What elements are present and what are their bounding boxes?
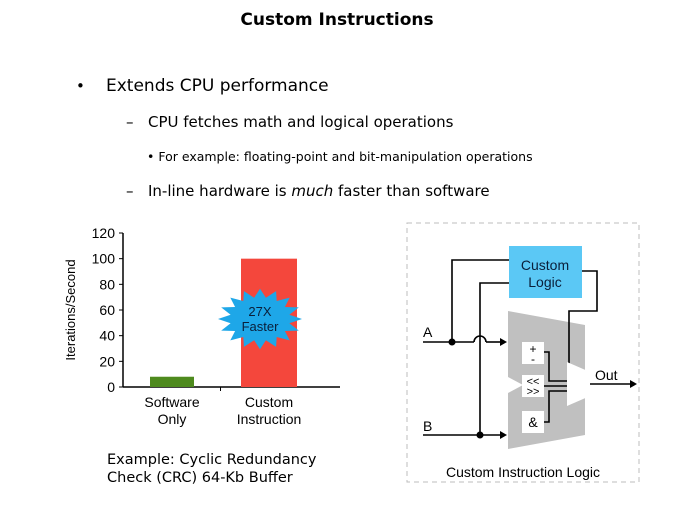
input-b-label: B (423, 418, 432, 434)
slide-title: Custom Instructions (240, 10, 434, 30)
wire-plusminus-to-mux (544, 351, 567, 382)
bar-software-only (150, 376, 194, 387)
arrow-b-icon (500, 431, 507, 439)
op-and-label: & (528, 414, 538, 430)
y-tick-label: 60 (99, 302, 115, 318)
y-tick-label: 40 (99, 328, 115, 344)
junction-dot-a (448, 338, 456, 346)
wire-a-to-logic (451, 259, 509, 342)
custom-logic-box (509, 246, 582, 298)
junction-dot-b (476, 431, 484, 439)
wire-and-to-mux (544, 390, 567, 423)
y-tick-label: 100 (92, 251, 116, 267)
x-tick-label: Instruction (237, 411, 302, 427)
sub-bullet-cpu-fetches: CPU fetches math and logical operations (148, 113, 454, 131)
x-tick-label: Custom (245, 394, 293, 410)
sub-sub-bullet-example: • For example: floating-point and bit-ma… (147, 149, 533, 164)
diagram-caption: Custom Instruction Logic (446, 464, 600, 480)
custom-instruction-diagram: Custom Logic (406, 222, 640, 483)
y-tick-label: 0 (107, 379, 115, 395)
x-tick-label: Only (158, 411, 187, 427)
custom-logic-label: Custom (521, 257, 569, 273)
output-label: Out (595, 367, 618, 383)
example-line: Example: Cyclic Redundancy (107, 452, 317, 468)
example-line: Check (CRC) 64-Kb Buffer (107, 470, 293, 486)
sub-bullet-inline-hardware: In-line hardware is much faster than sof… (148, 182, 490, 200)
dash-marker: – (126, 182, 134, 200)
y-axis-label: Iterations/Second (63, 259, 78, 360)
emphasis: much (291, 182, 334, 200)
diagram-border (406, 222, 640, 483)
annotation-label: Faster (242, 319, 280, 334)
op-and-box (522, 411, 544, 433)
text: In-line hardware is (148, 182, 292, 200)
starburst-annotation (218, 288, 302, 350)
x-tick-label: Software (144, 394, 199, 410)
bullet-extends-cpu: Extends CPU performance (106, 76, 329, 96)
mux (567, 362, 590, 406)
bullet-marker: • (76, 77, 85, 95)
y-tick-label: 20 (99, 353, 115, 369)
input-a-label: A (423, 324, 433, 340)
y-tick-label: 80 (99, 276, 115, 292)
dash-marker: – (126, 113, 134, 131)
op-plus-label: + (529, 342, 536, 356)
example-caption: Example: Cyclic Redundancy Check (CRC) 6… (107, 451, 316, 487)
custom-logic-label: Logic (528, 274, 561, 290)
op-shift-left-label: << (527, 376, 540, 388)
y-tick-label: 120 (92, 225, 116, 241)
arrow-a-icon (500, 338, 507, 346)
text: faster than software (333, 182, 490, 200)
op-plusminus-box (522, 342, 544, 364)
wire-b-to-logic (479, 282, 509, 435)
annotation-label: 27X (248, 304, 271, 319)
op-minus-label: - (531, 352, 535, 366)
arrow-out-icon (630, 380, 637, 388)
op-shift-right-label: >> (527, 386, 540, 398)
op-shift-box (522, 375, 544, 397)
